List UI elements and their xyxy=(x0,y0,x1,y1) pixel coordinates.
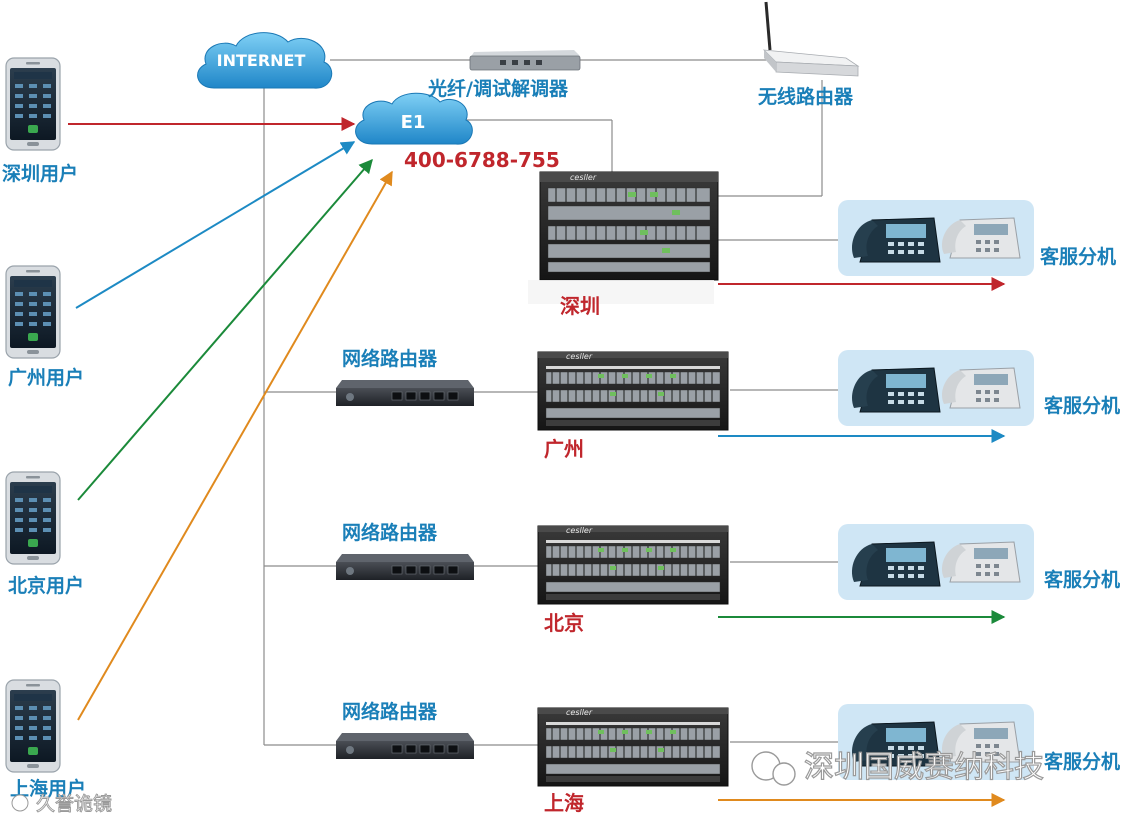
pbx-brand-shenzhen: cesller xyxy=(570,173,597,182)
caller-arrows xyxy=(68,117,393,721)
extension-arrows xyxy=(718,277,1006,807)
internet-label: INTERNET xyxy=(217,51,306,70)
internet-cloud: INTERNET xyxy=(197,32,333,89)
network-router-guangzhou xyxy=(335,379,475,407)
user-label-guangzhou: 广州用户 xyxy=(8,366,84,389)
arrow-beijing-user xyxy=(77,158,373,501)
site-label-shenzhen: 深圳 xyxy=(560,294,600,318)
site-label-beijing: 北京 xyxy=(544,611,584,635)
backbone-lines xyxy=(263,59,838,746)
site-label-guangzhou: 广州 xyxy=(544,437,584,461)
pbx-beijing xyxy=(537,525,729,605)
pbx-guangzhou xyxy=(537,351,729,431)
pbx-shenzhen: cesller xyxy=(528,171,719,304)
corner-watermark-text: 久誉诡镜 xyxy=(36,793,112,815)
extension-label-guangzhou: 客服分机 xyxy=(1044,394,1120,417)
e1-cloud: E1 xyxy=(355,92,473,145)
smartphone-shenzhen xyxy=(5,57,61,151)
desk-phones-shenzhen xyxy=(837,199,1035,277)
hotline-number: 400-6788-755 xyxy=(404,148,560,172)
network-router-label-guangzhou: 网络路由器 xyxy=(342,347,438,370)
modem-device xyxy=(469,50,581,71)
corner-watermark: 久誉诡镜 xyxy=(11,793,112,815)
pbx-brand-beijing: cesller xyxy=(566,526,593,535)
pbx-brand-guangzhou: cesller xyxy=(566,352,593,361)
smartphone-shanghai xyxy=(5,679,61,773)
e1-label: E1 xyxy=(401,112,426,133)
extension-label-beijing: 客服分机 xyxy=(1044,568,1120,591)
user-label-shenzhen: 深圳用户 xyxy=(2,162,78,185)
pbx-brand-shanghai: cesller xyxy=(566,708,593,717)
arrow-shanghai-user xyxy=(77,170,393,721)
user-label-beijing: 北京用户 xyxy=(8,574,84,597)
network-router-label-beijing: 网络路由器 xyxy=(342,521,438,544)
desk-phones-guangzhou xyxy=(837,349,1035,427)
arrow-guangzhou-user xyxy=(75,141,356,309)
site-label-shanghai: 上海 xyxy=(544,791,584,815)
network-router-label-shanghai: 网络路由器 xyxy=(342,700,438,723)
smartphone-guangzhou xyxy=(5,265,61,359)
extension-label-shanghai: 客服分机 xyxy=(1044,750,1120,773)
company-watermark-text: 深圳国威赛纳科技 xyxy=(804,750,1044,785)
smartphone-beijing xyxy=(5,471,61,565)
wifi-router-device xyxy=(762,1,860,77)
wifi-router-label: 无线路由器 xyxy=(758,85,854,108)
network-router-beijing xyxy=(335,553,475,581)
company-watermark: 深圳国威赛纳科技 xyxy=(751,749,1045,786)
modem-label: 光纤/调试解调器 xyxy=(427,77,569,100)
extension-label-shenzhen: 客服分机 xyxy=(1040,245,1116,268)
user-label-shanghai: 上海用户 xyxy=(10,777,86,800)
desk-phones-beijing xyxy=(837,523,1035,601)
network-router-shanghai xyxy=(335,732,475,760)
pbx-shanghai xyxy=(537,707,729,787)
